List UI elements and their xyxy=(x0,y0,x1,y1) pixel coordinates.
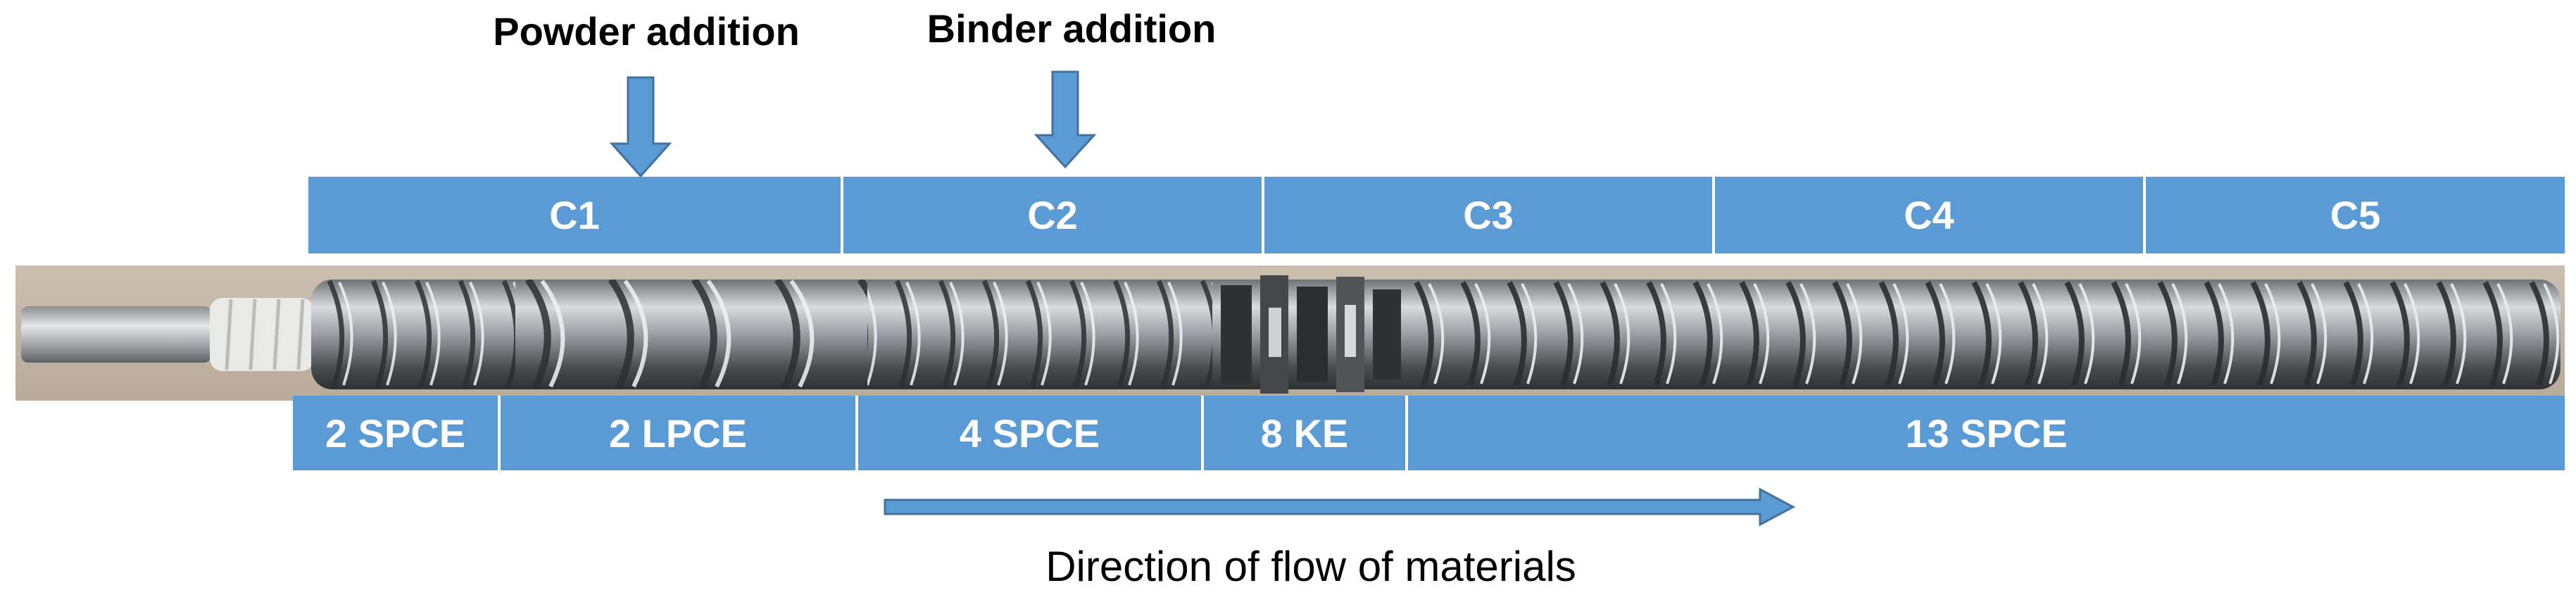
element-4-spce: 4 SPCE xyxy=(858,396,1204,470)
barrel-section-c3: C3 xyxy=(1264,177,1715,253)
binder-addition-label: Binder addition xyxy=(926,6,1217,51)
flow-direction-label: Direction of flow of materials xyxy=(1045,543,1576,590)
powder-addition-label: Powder addition xyxy=(493,9,800,54)
screw-elements-row: 2 SPCE 2 LPCE 4 SPCE 8 KE 13 SPCE xyxy=(293,396,2565,470)
twin-screw-image xyxy=(15,265,2565,401)
barrel-section-c4: C4 xyxy=(1715,177,2146,253)
barrel-section-c2: C2 xyxy=(843,177,1264,253)
binder-addition-arrow-icon xyxy=(1033,70,1097,169)
element-2-lpce: 2 LPCE xyxy=(501,396,858,470)
barrel-section-c5: C5 xyxy=(2146,177,2565,253)
element-2-spce: 2 SPCE xyxy=(293,396,501,470)
flow-direction-arrow-icon xyxy=(884,487,1796,527)
powder-addition-arrow-icon xyxy=(609,76,672,178)
element-13-spce: 13 SPCE xyxy=(1408,396,2565,470)
barrel-section-c1: C1 xyxy=(308,177,843,253)
barrel-sections-row: C1 C2 C3 C4 C5 xyxy=(308,177,2565,253)
element-8-ke: 8 KE xyxy=(1204,396,1408,470)
